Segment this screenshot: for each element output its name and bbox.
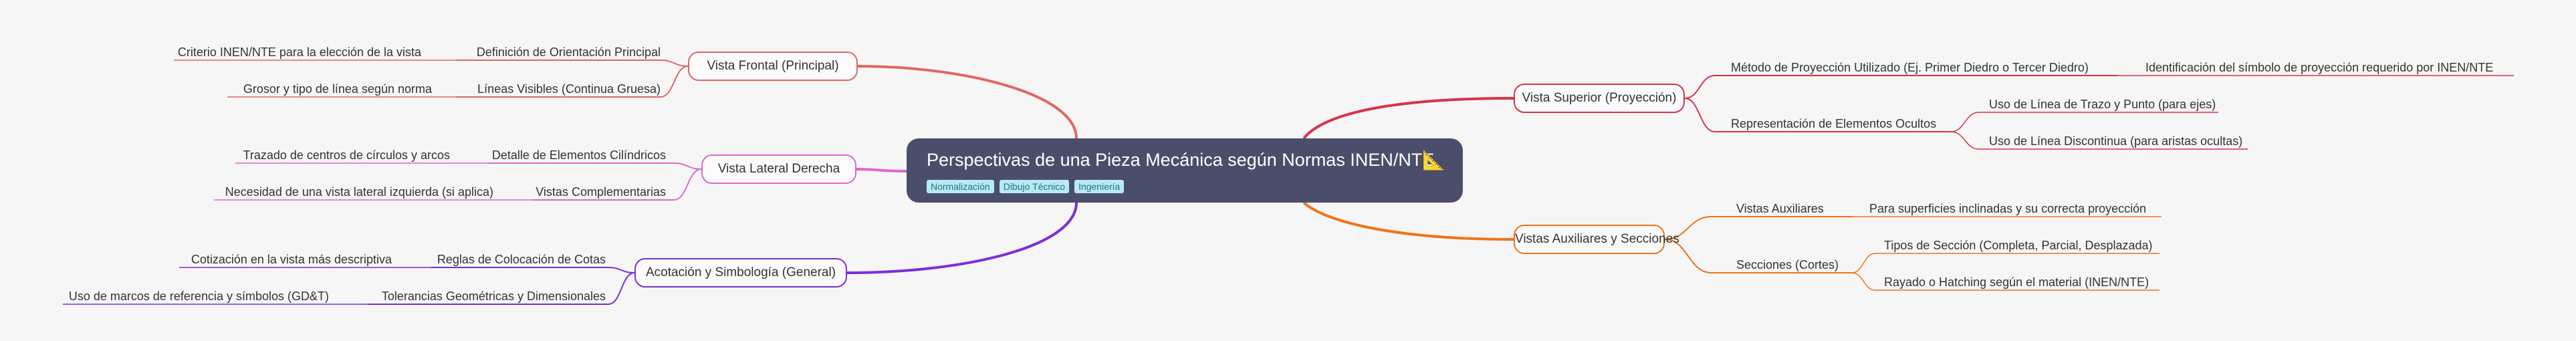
link-frontal-1 <box>660 60 689 67</box>
link-frontal-2 <box>660 66 689 98</box>
link-lateral-2 <box>673 168 702 201</box>
link-superior-2-2 <box>1950 131 1980 150</box>
node-detalle-cilindricos[interactable]: Detalle de Elementos Cilíndricos <box>491 148 666 162</box>
branch-vista-superior[interactable]: Vista Superior (Proyección) <box>1514 84 1685 113</box>
root-tags: Normalización Dibujo Técnico Ingeniería <box>927 180 1125 193</box>
node-superficies-inclinadas[interactable]: Para superficies inclinadas y su correct… <box>1869 202 2147 215</box>
link-acotacion-1 <box>608 267 635 273</box>
node-trazo-punto[interactable]: Uso de Línea de Trazo y Punto (para ejes… <box>1989 98 2216 111</box>
link-superior-1 <box>1684 75 1716 99</box>
node-lineas-visibles[interactable]: Líneas Visibles (Continua Gruesa) <box>477 82 661 96</box>
link-superior-2 <box>1684 98 1716 132</box>
tag-normalizacion[interactable]: Normalización <box>927 180 994 193</box>
root-link-superior <box>1302 97 1514 140</box>
node-rayado-hatching[interactable]: Rayado o Hatching según el material (INE… <box>1884 275 2149 289</box>
node-linea-discontinua[interactable]: Uso de Línea Discontinua (para aristas o… <box>1989 134 2243 148</box>
link-auxiliares-2-1 <box>1851 253 1876 273</box>
branch-acotacion-simbologia[interactable]: Acotación y Simbología (General) <box>634 258 847 288</box>
root-link-auxiliares <box>1302 201 1514 241</box>
node-simbolo-proyeccion[interactable]: Identificación del símbolo de proyección… <box>2145 61 2494 74</box>
link-acotacion-2 <box>608 272 635 305</box>
root-link-frontal <box>857 65 1078 139</box>
link-auxiliares-2 <box>1664 239 1712 273</box>
link-lateral-1 <box>673 162 702 170</box>
root-title: Perspectivas de una Pieza Mecánica según… <box>927 150 1435 170</box>
node-vistas-auxiliares[interactable]: Vistas Auxiliares <box>1736 202 1824 215</box>
node-grosor-tipo-linea[interactable]: Grosor y tipo de línea según norma <box>243 82 432 96</box>
root-link-lateral <box>856 168 907 173</box>
link-auxiliares-1 <box>1664 216 1712 240</box>
root-node[interactable]: Perspectivas de una Pieza Mecánica según… <box>907 138 1463 203</box>
node-trazado-centros[interactable]: Trazado de centros de círculos y arcos <box>243 148 450 162</box>
link-auxiliares-2-2 <box>1851 272 1876 291</box>
tag-dibujo-tecnico[interactable]: Dibujo Técnico <box>999 180 1070 193</box>
link-superior-2-1 <box>1950 112 1980 132</box>
node-tipos-seccion[interactable]: Tipos de Sección (Completa, Parcial, Des… <box>1884 239 2153 252</box>
node-secciones-cortes[interactable]: Secciones (Cortes) <box>1736 258 1839 271</box>
node-reglas-cotas[interactable]: Reglas de Colocación de Cotas <box>437 253 606 266</box>
node-tolerancias[interactable]: Tolerancias Geométricas y Dimensionales <box>381 290 606 303</box>
branch-vistas-auxiliares[interactable]: Vistas Auxiliares y Secciones <box>1514 225 1679 254</box>
branch-vista-lateral[interactable]: Vista Lateral Derecha <box>701 154 856 184</box>
node-metodo-proyeccion[interactable]: Método de Proyección Utilizado (Ej. Prim… <box>1731 61 2089 74</box>
node-vista-lateral-izquierda[interactable]: Necesidad de una vista lateral izquierda… <box>225 185 493 199</box>
node-vistas-complementarias[interactable]: Vistas Complementarias <box>536 185 666 199</box>
tag-ingenieria[interactable]: Ingeniería <box>1074 180 1125 193</box>
branch-vista-frontal[interactable]: Vista Frontal (Principal) <box>688 51 858 81</box>
node-criterio-inen[interactable]: Criterio INEN/NTE para la elección de la… <box>177 45 421 59</box>
node-definicion-orientacion[interactable]: Definición de Orientación Principal <box>476 45 661 59</box>
triangle-ruler-icon: 📐 <box>1422 150 1445 170</box>
node-cotizacion-vista[interactable]: Cotización en la vista más descriptiva <box>191 253 392 266</box>
node-marcos-referencia[interactable]: Uso de marcos de referencia y símbolos (… <box>68 290 329 303</box>
root-link-acotacion <box>846 202 1078 274</box>
node-elementos-ocultos[interactable]: Representación de Elementos Ocultos <box>1731 117 1937 130</box>
